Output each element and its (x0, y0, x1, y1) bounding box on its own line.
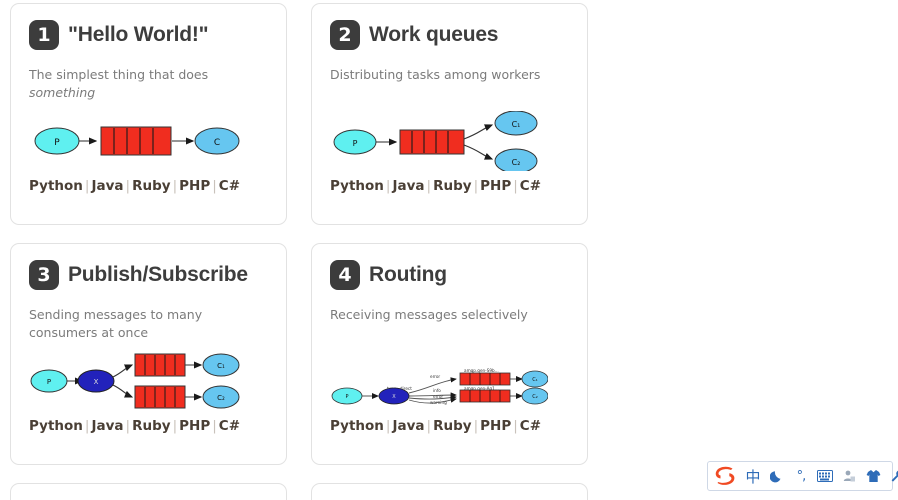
card-header: 1 "Hello World!" (29, 18, 268, 52)
diagram-work-queues: P C₁ C₂ (330, 108, 569, 174)
user-account-icon[interactable] (838, 465, 860, 487)
tutorial-card-topics[interactable]: 5 Topics Receiving messages based on a p… (10, 483, 287, 500)
tutorial-card-routing[interactable]: 4 Routing Receiving messages selectively… (311, 243, 588, 465)
card-title[interactable]: Routing (369, 263, 447, 286)
card-description: The simplest thing that does something (29, 66, 244, 102)
tutorial-card-work-queues[interactable]: 2 Work queues Distributing tasks among w… (311, 3, 588, 225)
language-links: Python|Java|Ruby|PHP|C# (330, 418, 542, 434)
diagram-hello-world: P C (29, 108, 268, 174)
card-description: Sending messages to many consumers at on… (29, 306, 244, 342)
language-link-php[interactable]: PHP (179, 178, 211, 195)
svg-text:P: P (345, 394, 348, 400)
card-title[interactable]: Work queues (369, 23, 499, 46)
language-link-java[interactable]: Java (392, 178, 425, 194)
language-link-php[interactable]: PHP (480, 418, 512, 434)
card-number-badge: 1 (29, 20, 59, 50)
card-number-badge: 4 (330, 260, 360, 290)
language-link-ruby[interactable]: Ruby (132, 178, 171, 195)
language-links: Python|Java|Ruby|PHP|C# (29, 178, 241, 195)
routing-label-queue-1: amqp.gen-S9b... (464, 368, 499, 373)
svg-text:P: P (47, 378, 51, 386)
tutorial-card-rpc[interactable]: 6 RPC Remote procedure call implementati… (311, 483, 588, 500)
language-link-java[interactable]: Java (392, 418, 425, 434)
diagram-publish-subscribe: P X C₁ C₂ (29, 348, 268, 414)
card-description: Receiving messages selectively (330, 306, 545, 342)
card-header: 3 Publish/Subscribe (29, 258, 268, 292)
language-link-ruby[interactable]: Ruby (433, 418, 472, 434)
language-link-ruby[interactable]: Ruby (433, 178, 472, 194)
card-header: 4 Routing (330, 258, 569, 292)
tutorial-card-grid: 1 "Hello World!" The simplest thing that… (10, 3, 888, 500)
routing-label-error-bottom: error (433, 394, 443, 399)
sogou-input-method-toolbar[interactable]: 中 °, (707, 461, 898, 491)
card-title[interactable]: Publish/Subscribe (68, 263, 248, 286)
toolbox-settings-icon[interactable] (886, 465, 898, 487)
card-title[interactable]: "Hello World!" (68, 23, 209, 46)
language-link-python[interactable]: Python (29, 418, 83, 435)
svg-text:C₁: C₁ (217, 362, 225, 370)
language-links: Python|Java|Ruby|PHP|C# (29, 418, 241, 435)
language-link-python[interactable]: Python (29, 178, 83, 195)
svg-text:C₂: C₂ (217, 394, 225, 402)
routing-label-info: info (433, 388, 441, 393)
language-link-csharp[interactable]: C# (218, 418, 241, 435)
punctuation-mode-icon[interactable]: °, (796, 468, 807, 484)
card-number-badge: 2 (330, 20, 360, 50)
card-description-text: Distributing tasks among workers (330, 67, 541, 82)
diagram-routing: type=direct error info error warning amq… (330, 348, 569, 414)
language-links: Python|Java|Ruby|PHP|C# (330, 178, 542, 194)
chinese-english-toggle-icon[interactable]: 中 (745, 467, 761, 486)
svg-text:C₂: C₂ (512, 158, 521, 167)
card-number-badge: 3 (29, 260, 59, 290)
sogou-logo-icon[interactable] (712, 464, 738, 488)
routing-label-error-top: error (430, 374, 440, 379)
svg-text:P: P (353, 139, 358, 148)
language-link-java[interactable]: Java (91, 418, 124, 435)
language-link-csharp[interactable]: C# (218, 178, 241, 195)
svg-text:X: X (94, 378, 99, 386)
language-link-php[interactable]: PHP (179, 418, 211, 435)
card-description-emphasis: something (29, 85, 96, 101)
tutorial-card-publish-subscribe[interactable]: 3 Publish/Subscribe Sending messages to … (10, 243, 287, 465)
language-link-csharp[interactable]: C# (519, 178, 542, 194)
language-link-java[interactable]: Java (91, 178, 124, 195)
language-link-ruby[interactable]: Ruby (132, 418, 171, 435)
skin-theme-icon[interactable] (862, 465, 884, 487)
moon-simplified-traditional-icon[interactable] (766, 465, 788, 487)
tutorial-card-hello-world[interactable]: 1 "Hello World!" The simplest thing that… (10, 3, 287, 225)
language-link-python[interactable]: Python (330, 418, 384, 434)
language-link-php[interactable]: PHP (480, 178, 512, 194)
svg-text:X: X (392, 394, 396, 400)
svg-text:C₂: C₂ (532, 394, 538, 400)
routing-label-queue-2: amqp.gen-Ag1... (464, 386, 499, 391)
language-link-python[interactable]: Python (330, 178, 384, 194)
svg-text:C₁: C₁ (512, 120, 521, 129)
card-description-text: Sending messages to many consumers at on… (29, 307, 203, 341)
card-description-text: The simplest thing that does (29, 67, 209, 82)
svg-text:C: C (214, 138, 220, 148)
svg-text:C₁: C₁ (532, 377, 538, 383)
card-description: Distributing tasks among workers (330, 66, 545, 102)
card-header: 2 Work queues (330, 18, 569, 52)
language-link-csharp[interactable]: C# (519, 418, 542, 434)
card-description-text: Receiving messages selectively (330, 307, 528, 322)
svg-text:P: P (54, 138, 60, 148)
soft-keyboard-icon[interactable] (814, 465, 836, 487)
